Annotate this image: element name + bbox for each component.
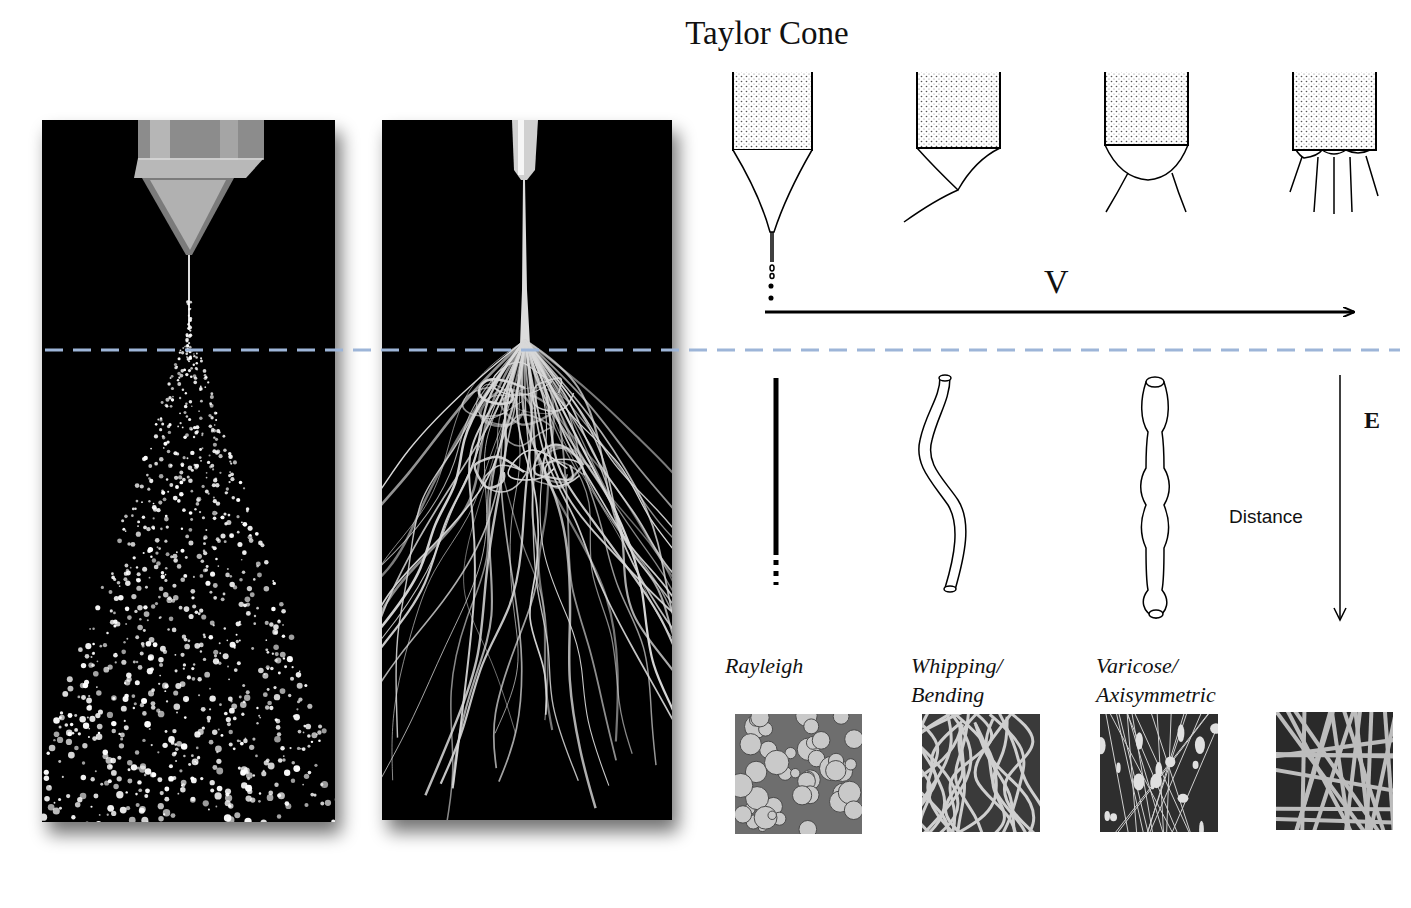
regime-label: Whipping/ Bending — [911, 652, 1003, 709]
voltage-label: V — [1044, 260, 1069, 304]
field-label: E — [1364, 405, 1380, 436]
regime-label: Rayleigh — [725, 652, 803, 681]
regime-label: Varicose/ Axisymmetric — [1096, 652, 1216, 709]
figure-title: Taylor Cone — [685, 12, 849, 55]
distance-label: Distance — [1229, 505, 1303, 530]
